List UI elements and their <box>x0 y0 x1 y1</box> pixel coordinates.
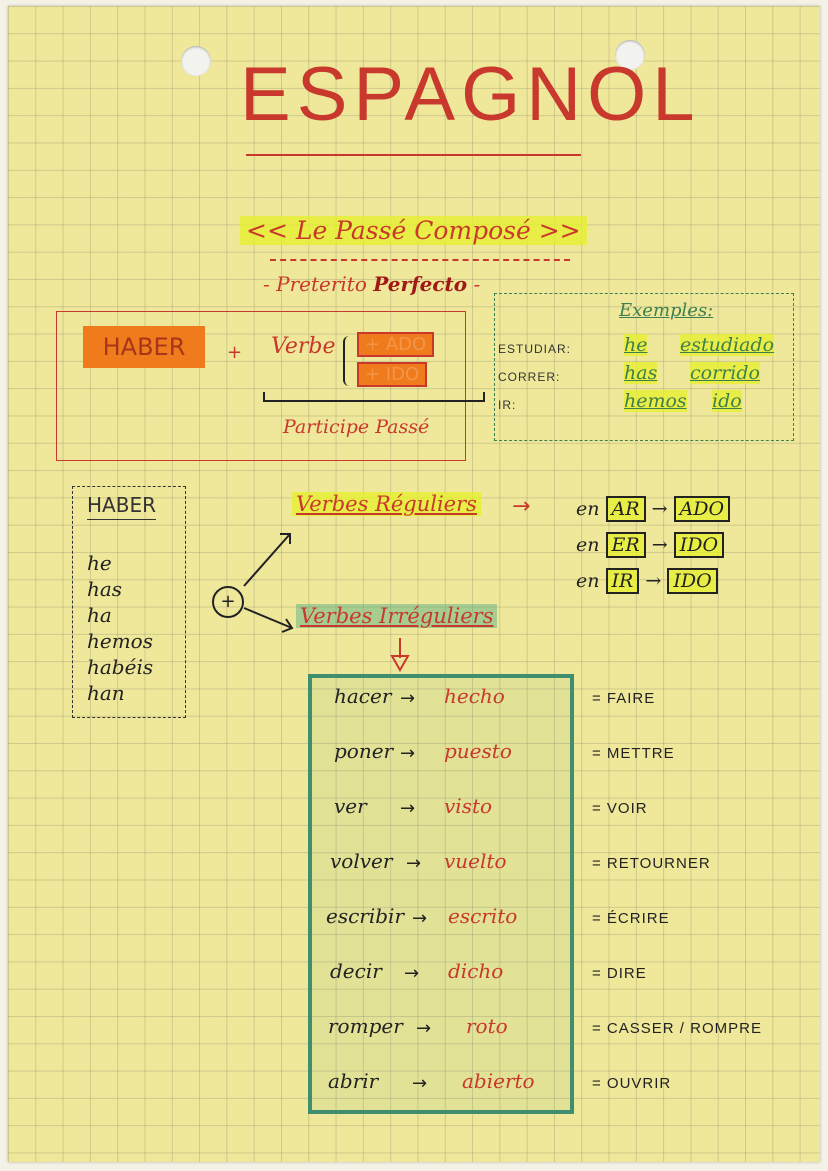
haber-form: ha <box>87 603 112 627</box>
exemples-heading: Exemples: <box>619 300 714 321</box>
participle: puesto <box>444 739 512 763</box>
subtitle-2: - Preterito Perfecto - <box>263 272 480 296</box>
rule-to: IDO <box>667 568 718 594</box>
participle: visto <box>444 794 493 818</box>
arrow: → <box>412 908 428 929</box>
participle: vuelto <box>444 849 507 873</box>
haber-heading: HABER <box>87 493 156 520</box>
formula-box: HABER + Verbe + ADO + IDO Participe Pass… <box>56 311 485 461</box>
participle: roto <box>466 1014 508 1038</box>
infinitive: decir <box>330 959 382 983</box>
example-participle: estudiado <box>680 334 775 356</box>
participle: abierto <box>462 1069 535 1093</box>
plus-circle: + <box>212 586 244 618</box>
example-verb: ESTUDIAR: <box>498 342 572 356</box>
punch-hole-right <box>615 40 645 70</box>
rule-from: AR <box>605 496 646 522</box>
down-arrow-icon <box>390 638 410 672</box>
french-meaning: = METTRE <box>592 745 675 762</box>
rule-from: ER <box>605 532 646 558</box>
arrow: → <box>406 853 422 874</box>
infinitive: ver <box>334 794 367 818</box>
branch-arrows <box>243 533 294 633</box>
french-meaning: = ÉCRIRE <box>592 910 670 927</box>
arrow: → <box>400 798 416 819</box>
example-verb: CORRER: <box>498 370 561 384</box>
french-meaning: = CASSER / ROMPRE <box>592 1020 762 1037</box>
infinitive: abrir <box>328 1069 379 1093</box>
haber-form: he <box>87 551 112 575</box>
arrow: → <box>404 963 420 984</box>
rule-en: en <box>576 498 600 520</box>
french-meaning: = FAIRE <box>592 690 656 707</box>
infinitive: volver <box>330 849 393 873</box>
rule-en: en <box>576 534 600 556</box>
reguliers-arrow: → <box>512 494 531 519</box>
exemples-box: Exemples: <box>494 293 794 441</box>
participle: hecho <box>444 684 505 708</box>
rule-row: en IR → IDO <box>576 568 718 594</box>
rule-en: en <box>576 570 600 592</box>
page-title: ESPAGNOL <box>240 52 701 137</box>
subtitle2-bold: Perfecto <box>373 272 468 296</box>
french-meaning: = OUVRIR <box>592 1075 672 1092</box>
subtitle: << Le Passé Composé >> <box>240 216 587 245</box>
participe-bracket <box>263 392 485 402</box>
french-meaning: = DIRE <box>592 965 647 982</box>
arrow: → <box>400 688 416 709</box>
rule-arrow: → <box>651 534 674 556</box>
brace <box>343 336 351 386</box>
arrow: → <box>416 1018 432 1039</box>
ending-ido: + IDO <box>357 362 428 387</box>
participe-label: Participe Passé <box>283 416 430 438</box>
french-meaning: = RETOURNER <box>592 855 711 872</box>
example-aux: he <box>624 334 648 356</box>
french-meaning: = VOIR <box>592 800 648 817</box>
subtitle2-suffix: - <box>473 272 481 296</box>
reguliers-label: Verbes Réguliers <box>292 492 481 516</box>
formula-plus: + <box>227 342 243 363</box>
participle: dicho <box>448 959 504 983</box>
haber-conjugation-box: HABER he has ha hemos habéis han <box>72 486 186 718</box>
notebook-page: ESPAGNOL << Le Passé Composé >> - Preter… <box>8 6 820 1162</box>
rule-to: ADO <box>673 496 731 522</box>
subtitle2-prefix: - Preterito <box>263 272 367 296</box>
haber-form: habéis <box>87 655 154 679</box>
infinitive: romper <box>328 1014 403 1038</box>
title-underline <box>246 154 581 156</box>
example-aux: has <box>624 362 658 384</box>
infinitive: poner <box>334 739 394 763</box>
rule-arrow: → <box>651 498 674 520</box>
rule-arrow: → <box>645 570 668 592</box>
example-participle: ido <box>712 390 742 412</box>
irreguliers-label: Verbes Irréguliers <box>296 604 498 628</box>
infinitive: escribir <box>326 904 405 928</box>
participle: escrito <box>448 904 518 928</box>
subtitle-wave <box>270 259 570 261</box>
rule-row: en AR → ADO <box>576 496 731 522</box>
haber-form: hemos <box>87 629 153 653</box>
arrow: → <box>400 743 416 764</box>
verbe-label: Verbe <box>271 334 336 359</box>
rule-from: IR <box>605 568 640 594</box>
rule-row: en ER → IDO <box>576 532 725 558</box>
haber-label: HABER <box>83 326 205 368</box>
infinitive: hacer <box>334 684 392 708</box>
punch-hole-left <box>181 46 211 76</box>
ending-ado: + ADO <box>357 332 435 357</box>
example-verb: IR: <box>498 398 517 412</box>
irregular-table <box>308 674 574 1114</box>
example-participle: corrido <box>690 362 760 384</box>
haber-form: han <box>87 681 125 705</box>
haber-form: has <box>87 577 123 601</box>
arrow: → <box>412 1073 428 1094</box>
example-aux: hemos <box>624 390 687 412</box>
rule-to: IDO <box>673 532 725 558</box>
